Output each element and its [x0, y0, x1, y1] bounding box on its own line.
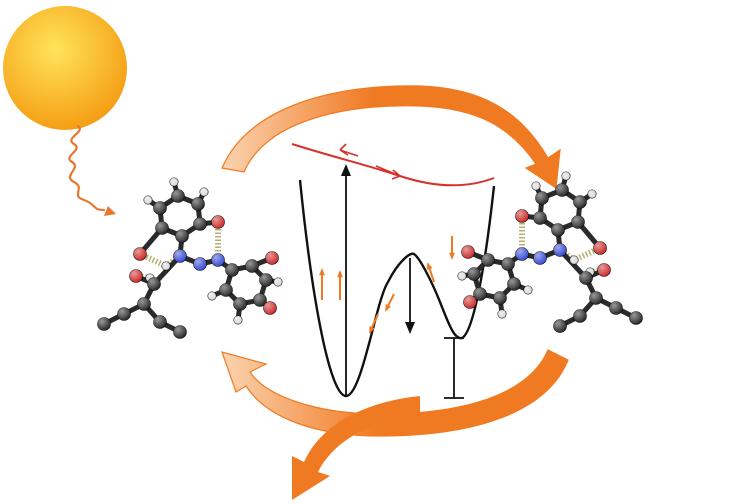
atom-shade — [133, 247, 147, 261]
atom-shade — [233, 297, 247, 311]
atom-shade — [593, 241, 607, 255]
atom-shade — [501, 257, 515, 271]
atom-shade — [467, 267, 481, 281]
atom-shade — [533, 251, 547, 265]
atom-shade — [515, 247, 529, 261]
atom-shade — [523, 285, 533, 295]
atom-shade — [571, 215, 585, 229]
molecule-cis-isomer-icon — [457, 171, 643, 333]
atom-shade — [569, 255, 579, 265]
atom-shade — [171, 189, 185, 203]
atom-shade — [173, 249, 187, 263]
relaxation-arrows — [319, 236, 455, 334]
atom-shade — [153, 315, 167, 329]
atom-shade — [533, 211, 547, 225]
atom-shade — [97, 317, 111, 331]
atom-shade — [129, 269, 143, 283]
atom-shade — [191, 197, 205, 211]
atom-shade — [587, 189, 597, 199]
atom-shade — [473, 287, 487, 301]
barrier-arrowhead — [405, 322, 415, 334]
atom-shade — [265, 251, 279, 265]
atom-shade — [507, 277, 521, 291]
molecule-trans-isomer-icon — [97, 177, 283, 339]
atom-shade — [253, 293, 267, 307]
photon-wave-icon — [68, 124, 106, 212]
relaxation-arrowhead — [449, 252, 455, 260]
atom-shade — [629, 311, 643, 325]
atom-shade — [531, 181, 541, 191]
atom-shade — [193, 217, 207, 231]
cycle-arrow-top — [221, 85, 561, 190]
atom-shade — [457, 271, 467, 281]
atom-shade — [461, 245, 475, 259]
atom-shade — [169, 177, 179, 187]
atom-shade — [579, 271, 593, 285]
atom-shade — [515, 209, 529, 223]
excited-arrow-left — [339, 143, 359, 157]
atom-shade — [147, 277, 161, 291]
atom-shade — [211, 253, 225, 267]
atom-shade — [589, 291, 603, 305]
atom-shade — [143, 195, 153, 205]
relaxation-arrowhead — [319, 268, 325, 276]
atom-shade — [481, 253, 495, 267]
relaxation-arrowhead — [385, 304, 391, 312]
atom-shade — [259, 273, 273, 287]
atom-shade — [497, 309, 507, 319]
atom-shade — [137, 297, 151, 311]
atom-shade — [207, 291, 217, 301]
relaxation-arrowhead — [426, 262, 433, 270]
atom-shade — [555, 183, 569, 197]
atom-shade — [553, 319, 567, 333]
atom-shade — [173, 325, 187, 339]
atom-shade — [193, 257, 207, 271]
atom-shade — [263, 301, 277, 315]
atom-shade — [551, 223, 565, 237]
excitation-arrowhead — [341, 164, 351, 176]
atom-shade — [463, 295, 477, 309]
atom-shade — [573, 195, 587, 209]
atom-shade — [609, 301, 623, 315]
excited-arrow-right — [375, 165, 401, 180]
atom-shade — [493, 291, 507, 305]
atom-shade — [553, 243, 567, 257]
atom-shade — [535, 191, 549, 205]
atom-shade — [273, 277, 283, 287]
atom-shade — [211, 215, 225, 229]
atom-shade — [573, 309, 587, 323]
relaxation-arrowhead — [369, 326, 375, 334]
atom-shade — [161, 261, 171, 271]
energy-release-arrow — [292, 396, 420, 500]
atom-shade — [233, 315, 243, 325]
atom-shade — [155, 221, 169, 235]
atom-shade — [245, 259, 259, 273]
atom-shade — [175, 229, 189, 243]
atom-shade — [153, 201, 167, 215]
relaxation-arrowhead — [337, 270, 343, 278]
atom-shade — [561, 171, 571, 181]
cycle-arrow-bottom-return — [221, 349, 569, 437]
atom-shade — [117, 307, 131, 321]
atom-shade — [225, 263, 239, 277]
atom-shade — [219, 283, 233, 297]
atom-shade — [199, 187, 209, 197]
sun-icon — [3, 6, 127, 130]
atom-shade — [597, 263, 611, 277]
ground-state-double-well — [298, 179, 496, 398]
photon-arrowhead-icon — [104, 206, 116, 216]
